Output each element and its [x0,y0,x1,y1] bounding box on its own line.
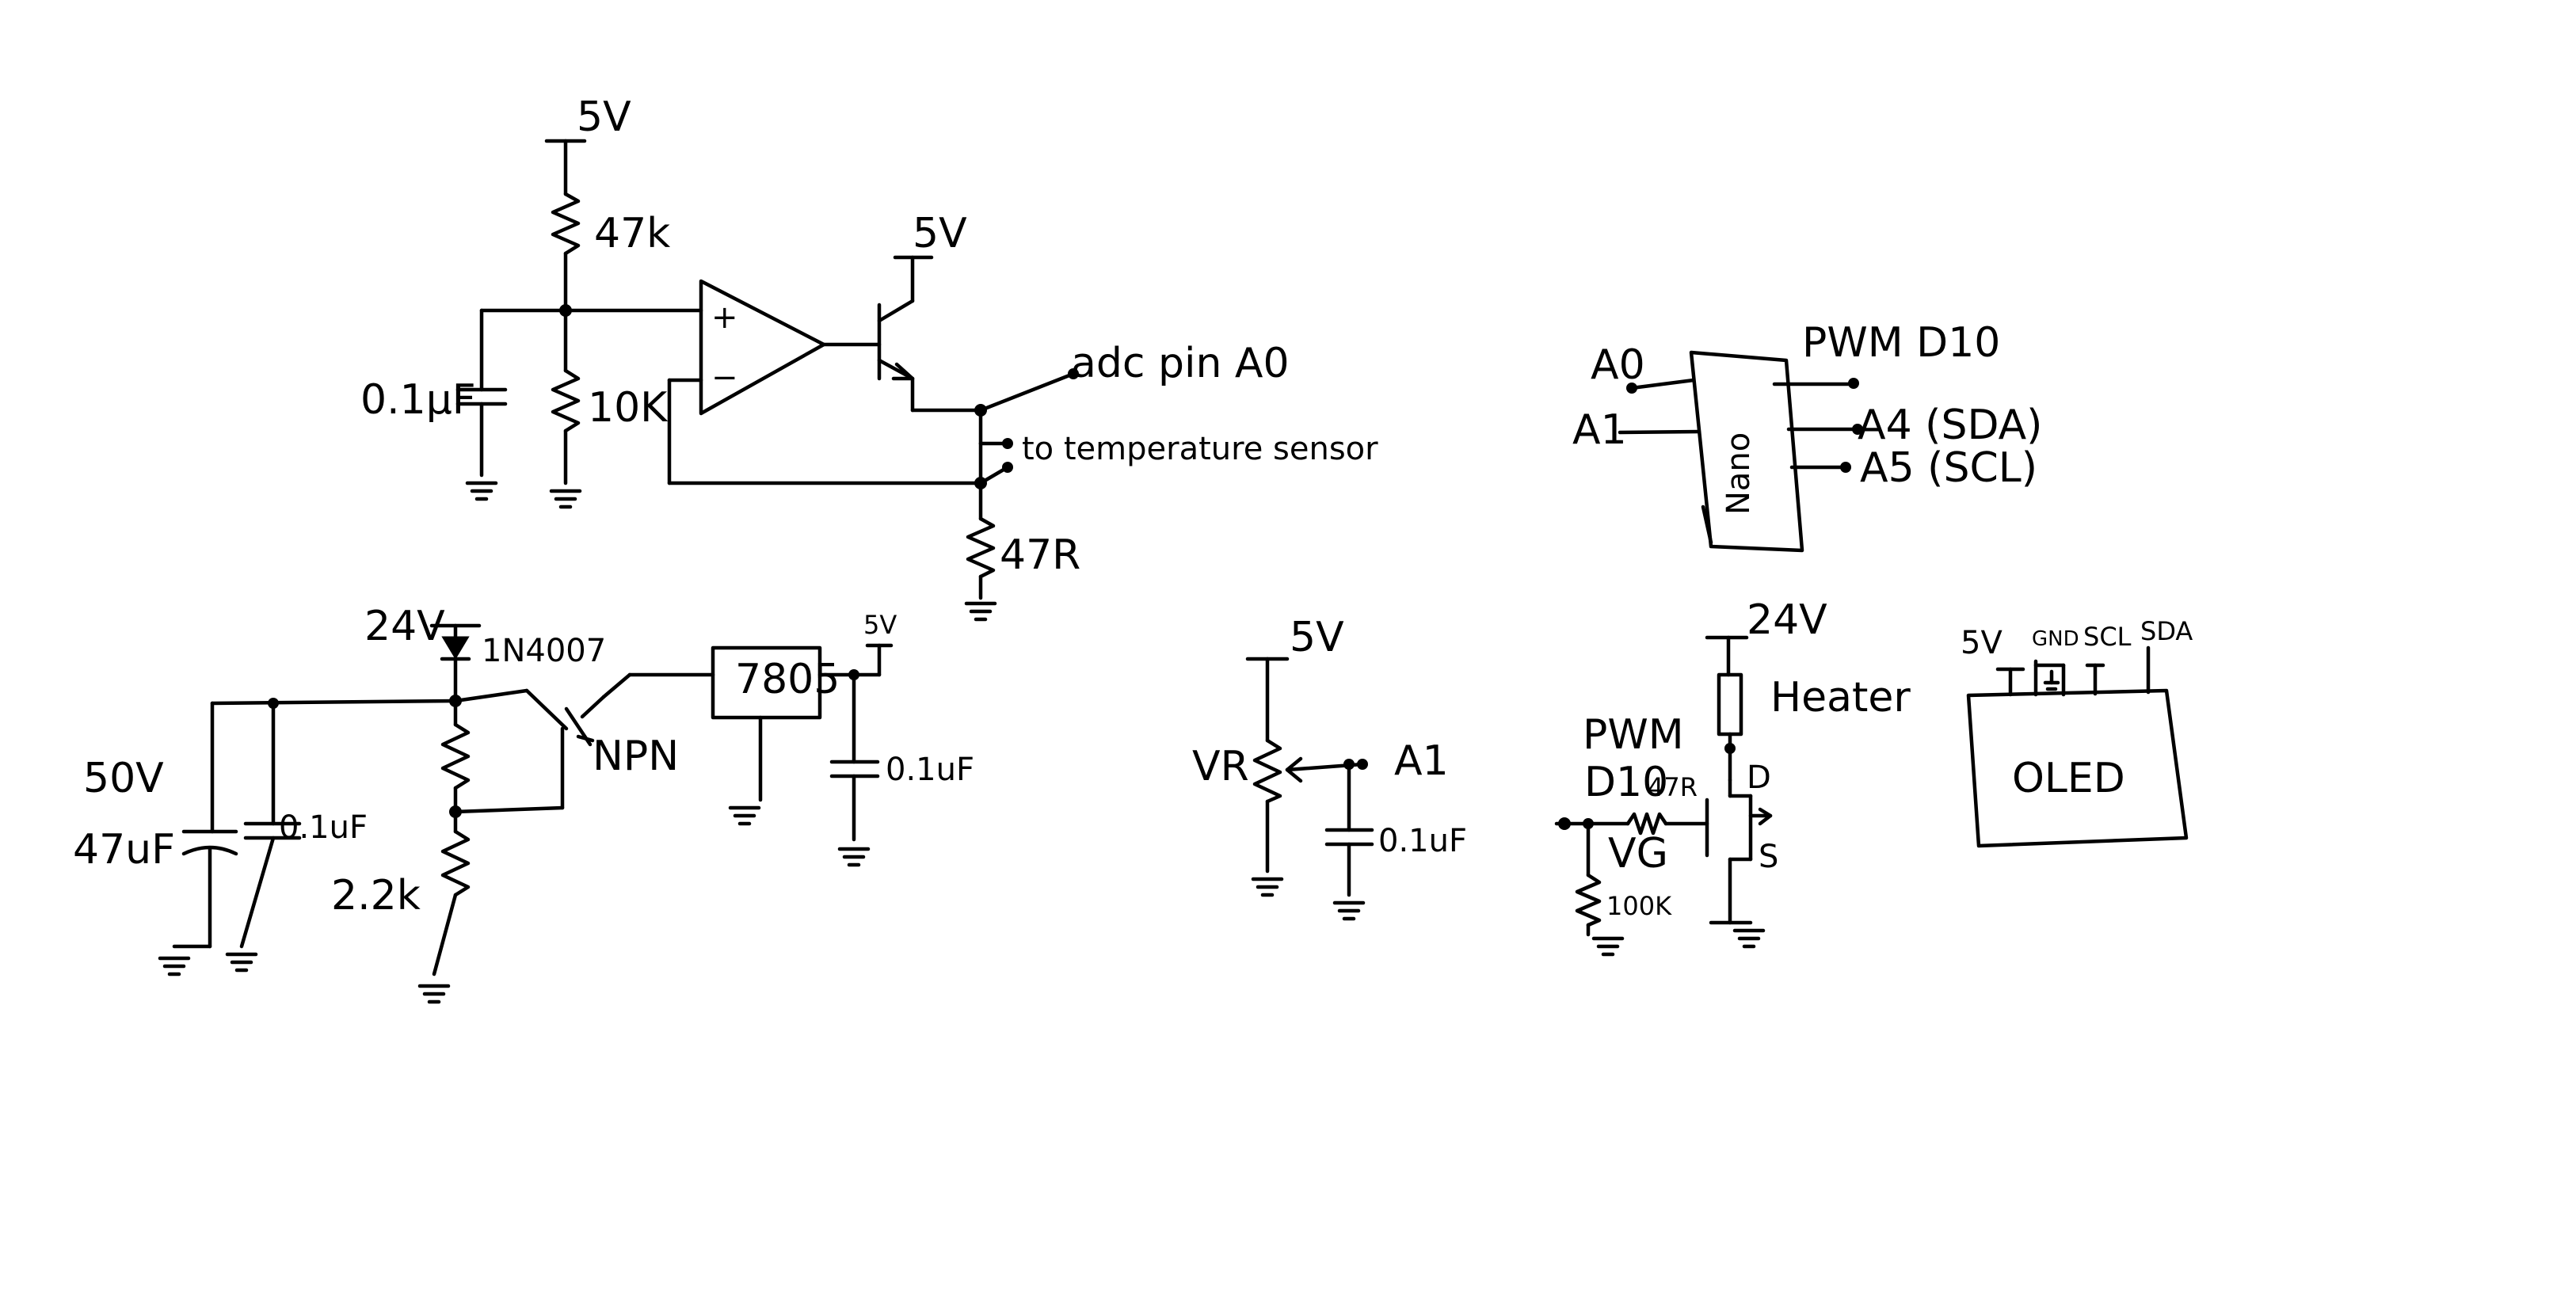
resistor-gate [1625,812,1668,836]
oled-box [1966,688,2189,848]
npn-label: NPN [593,733,679,780]
ground-symbol [1335,903,1363,919]
heater-circuit: 24V Heater D S PWM D10 47R VG 100K [1554,596,1911,954]
ground-symbol [1253,879,1282,895]
resistor-bias-top [440,722,471,790]
terminal-temp-sensor[interactable] [1002,438,1013,449]
nano-a1-label: A1 [1572,406,1627,454]
cap-47uf-label: 47uF [73,826,175,874]
ground-symbol [420,986,448,1002]
oled-module: OLED 5V GND SCL SDA [1961,616,2193,848]
gate-resistor-label: 47R [1648,772,1698,802]
resistor-47k-label: 47k [594,210,670,257]
cap-out-label: 0.1uF [886,752,974,788]
oled-gnd-label: GND [2032,627,2079,651]
cap-label: 0.1µF [360,376,476,424]
d10-label: D10 [1584,759,1668,806]
ground-symbol [840,849,868,865]
power-supply-circuit: 24V 1N4007 50V 47uF 0.1uF [73,603,974,1002]
ground-symbol [730,808,759,824]
resistor-47k [551,192,581,256]
cap-rating-label: 50V [83,755,164,802]
regulator-7805 [711,645,822,720]
ground-symbol [227,954,256,970]
ground-symbol [551,491,580,507]
ground-symbol [160,958,189,974]
psu-5v-label: 5V [863,610,897,640]
cap-01uf-label: 0.1uF [279,809,368,846]
oled-5v-label: 5V [1961,625,2002,661]
pin-a5[interactable] [1840,462,1851,473]
supply-5v-label: 5V [577,93,631,141]
terminal-adc[interactable] [1068,368,1079,379]
nano-block: Nano A0 A1 PWM D10 A4 (SDA) A5 (SCL) [1572,319,2042,553]
pot-label: VR [1192,743,1249,790]
opamp-plus: + [711,299,738,336]
diode-label: 1N4007 [482,633,606,669]
nano-pwm-label: PWM D10 [1802,319,2000,367]
resistor-47r-label: 47R [1000,531,1080,579]
junction-heater [1724,743,1736,754]
ground-symbol [467,483,496,499]
terminal-a1[interactable] [1357,759,1368,770]
heater-label: Heater [1770,674,1911,721]
resistor-100k [1575,873,1602,927]
pot-a1-label: A1 [1394,737,1449,785]
pot-5v-label: 5V [1290,614,1344,661]
adc-label: adc pin A0 [1071,340,1290,387]
nano-chip-body [1689,350,1804,553]
resistor-10k-label: 10K [588,384,669,432]
oled-label: OLED [2012,755,2125,802]
opamp-minus: − [711,360,738,396]
temp-sensor-label: to temperature sensor [1022,431,1378,467]
ground-symbol [1594,938,1622,954]
ground-symbol [1735,931,1763,946]
nano-chip-label: Nano [1721,432,1757,515]
pulldown-label: 100K [1606,891,1672,921]
potentiometer-vr [1252,738,1282,804]
pwm-label: PWM [1583,711,1684,759]
nano-a4-label: A4 (SDA) [1858,402,2042,449]
vg-label: VG [1608,830,1668,878]
resistor-10k [551,368,581,433]
pot-cap-label: 0.1uF [1378,823,1467,859]
terminal-pwm[interactable] [1558,817,1571,830]
oled-scl-label: SCL [2083,622,2132,652]
heater-24v-label: 24V [1747,596,1827,644]
nano-a0-label: A0 [1591,341,1645,389]
supply-5v-label: 5V [913,210,967,257]
diode-1n4007 [441,636,470,660]
nano-a5-label: A5 (SCL) [1860,444,2037,492]
oled-sda-label: SDA [2140,616,2193,646]
pin-d10[interactable] [1848,378,1859,389]
terminal-temp-sensor-2[interactable] [1002,462,1013,473]
resistor-47r [966,516,996,579]
resistor-2k2-label: 2.2k [331,872,421,919]
drain-label: D [1747,760,1771,796]
pin-a4[interactable] [1852,424,1863,435]
resistor-2k2 [440,829,471,897]
heater-element [1717,672,1743,737]
sensor-circuit: 5V 47k 0.1µF 10K + − 5V [360,93,1378,619]
source-label: S [1759,839,1778,875]
regulator-label: 7805 [735,656,840,703]
pot-circuit: 5V VR A1 0.1uF [1192,614,1467,919]
ground-symbol [966,603,995,619]
opamp-symbol [699,279,826,416]
